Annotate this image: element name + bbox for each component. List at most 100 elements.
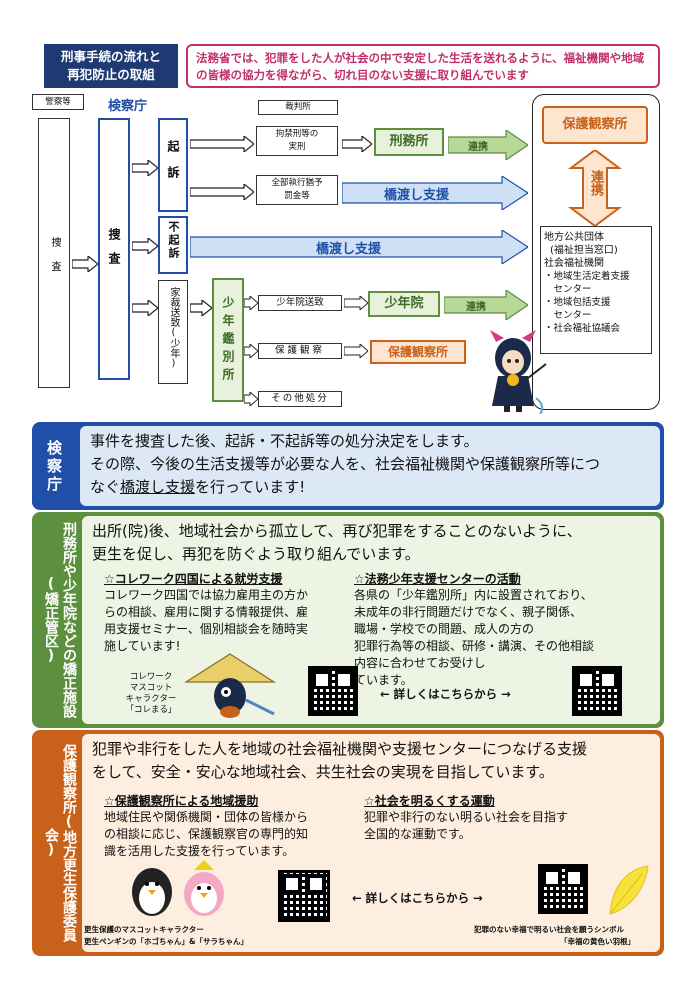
local-gov-label: 地方公共団体 xyxy=(544,232,604,243)
probation-small-box: 保護観察所 xyxy=(370,340,466,364)
investigation-label-2: 捜査 xyxy=(107,228,121,276)
mascot-caption-3: 「コレまる」 xyxy=(125,705,177,715)
yellow-feather-illustration xyxy=(609,865,649,915)
sec1-line3-underline: 橋渡し支援 xyxy=(120,478,196,496)
arrow-juv-send xyxy=(244,296,258,310)
indict-box: 起訴 xyxy=(158,118,188,212)
right-column xyxy=(532,94,660,410)
koremaru-mascot-illustration xyxy=(183,653,277,718)
corework-qr-code[interactable] xyxy=(308,666,358,716)
arrow-to-prison xyxy=(342,136,372,152)
section-correctional-body: 出所(院)後、地域社会から孤立して、再び犯罪をすることのないように、 更生を促し… xyxy=(82,516,660,724)
section-prosecutors-tag: 検察庁 xyxy=(45,440,63,494)
corework-line-3: 施しています! xyxy=(104,639,181,653)
brighten-society-block: ☆社会を明るくする運動 犯罪や非行のない明るい社会を目指す 全国的な運動です。 xyxy=(364,792,644,843)
corework-line-2: 用支援セミナー、個別相談会を随時実 xyxy=(104,622,308,636)
sec2-line2: 更生を促し、再犯を防ぐよう取り組んでいます。 xyxy=(92,545,420,563)
classification-label: 少年鑑別所 xyxy=(221,296,235,386)
brighten-society-heading: ☆社会を明るくする運動 xyxy=(364,794,495,808)
sec2-more-link[interactable]: ← 詳しくはこちらから → xyxy=(380,687,511,701)
section-prosecutors: 検察庁 事件を捜査した後、起訴・不起訴等の処分決定をします。 その際、今後の生活… xyxy=(32,422,664,510)
renkei-big-label: 連携 xyxy=(588,170,603,196)
brighten-society-qr-code[interactable] xyxy=(538,864,588,914)
court-label: 裁判所 xyxy=(258,100,338,115)
link-arrow-1 xyxy=(448,130,528,160)
suspended-box: 全部執行猶予 罰金等 xyxy=(256,175,338,205)
mascot-caption-1: マスコット xyxy=(129,683,173,693)
nonindict-box: 不起訴 xyxy=(158,216,188,274)
arrow-to-suspended xyxy=(190,184,254,200)
penguin-mascots-illustration xyxy=(132,860,224,916)
youth-center-line-3: 犯罪行為等の相談、研修・講演、その他相談 xyxy=(354,639,595,653)
title-line2: 再犯防止の取組 xyxy=(67,67,155,82)
section-probation-tag: 保護観察所(地方更生保護委員会) xyxy=(43,744,77,942)
welfare-item-4: ・社会福祉協議会 xyxy=(544,323,621,334)
imprisonment-box: 拘禁刑等の 実刑 xyxy=(256,126,338,156)
sec1-line2: その際、今後の生活支援等が必要な人を、社会福祉機関や保護観察所等につ xyxy=(90,455,601,473)
youth-center-qr-code[interactable] xyxy=(572,666,622,716)
section-probation: 保護観察所(地方更生保護委員会) 犯罪や非行をした人を地域の社会福祉機関や支援セ… xyxy=(32,730,664,956)
family-court-label: 家裁送致(少年) xyxy=(168,287,179,369)
police-column: 捜査 xyxy=(38,118,70,388)
welfare-label: 社会福祉機関 xyxy=(544,258,604,269)
youth-center-block: ☆法務少年支援センターの活動 各県の「少年鑑別所」内に設置されており、 未成年の… xyxy=(354,570,654,689)
arrow-to-imprison xyxy=(190,136,254,152)
penguin-caption-1: 更生保護のマスコットキャラクター xyxy=(84,925,204,934)
sec3-line1: 犯罪や非行をした人を地域の社会福祉機関や支援センターにつなげる支援 xyxy=(92,740,588,758)
prosecutors-header: 検察庁 xyxy=(108,99,148,114)
corework-line-0: コレワーク四国では協力雇用主の方か xyxy=(104,588,309,602)
regional-support-heading: ☆保護観察所による地域援助 xyxy=(104,794,259,808)
mascot-caption-0: コレワーク xyxy=(129,672,173,682)
link-label-1: 連携 xyxy=(468,142,488,153)
sec1-line3-pre: なぐ xyxy=(90,478,121,496)
section-probation-body: 犯罪や非行をした人を地域の社会福祉機関や支援センターにつなげる支援 をして、安全… xyxy=(82,734,660,952)
indict-label: 起訴 xyxy=(166,140,180,192)
youth-center-line-2: 職場・学校での問題、成人の方の xyxy=(354,622,535,636)
prison-box: 刑務所 xyxy=(374,128,444,156)
local-gov-box: 地方公共団体 (福祉担当窓口) 社会福祉機関 ・地域生活定着支援 センター ・地… xyxy=(540,226,652,354)
nonindict-label: 不起訴 xyxy=(167,221,180,260)
prosecutor-mascot-illustration xyxy=(490,330,547,414)
local-gov-sub: (福祉担当窓口) xyxy=(550,245,618,256)
bridge-arrow-2 xyxy=(190,230,528,264)
probation-qr-code[interactable] xyxy=(278,870,330,922)
police-label: 警察等 xyxy=(32,94,84,110)
youth-center-line-0: 各県の「少年鑑別所」内に設置されており、 xyxy=(354,588,593,602)
page-title: 刑事手続の流れと 再犯防止の取組 xyxy=(44,44,178,88)
regional-support-block: ☆保護観察所による地域援助 地域住民や関係機関・団体の皆様から の相談に応じ、保… xyxy=(104,792,354,860)
arrow-to-nonindict xyxy=(132,238,158,254)
welfare-item-3: センター xyxy=(544,310,592,321)
family-court-box: 家裁送致(少年) xyxy=(158,280,188,384)
arrow-to-indict xyxy=(132,160,158,176)
youth-center-line-4: 内容に合わせてお受けし xyxy=(354,656,486,670)
corework-heading: ☆コレワーク四国による就労支援 xyxy=(104,572,283,586)
bridge-label-1: 橋渡し支援 xyxy=(384,188,450,203)
classification-box: 少年鑑別所 xyxy=(212,278,244,402)
section-prosecutors-body: 事件を捜査した後、起訴・不起訴等の処分決定をします。 その際、今後の生活支援等が… xyxy=(80,426,660,506)
youth-center-line-1: 未成年の非行問題だけでなく、親子関係、 xyxy=(354,605,583,619)
arrow-to-probation-small xyxy=(344,344,368,358)
renkei-double-arrow xyxy=(568,150,622,226)
feather-caption-1: 犯罪のない幸福で明るい社会を願うシンボル xyxy=(474,925,624,934)
corework-block: ☆コレワーク四国による就労支援 コレワーク四国では協力雇用主の方か らの相談、雇… xyxy=(104,570,354,655)
juv-send-box: 少年院送致 xyxy=(258,295,342,311)
regional-support-line-1: の相談に応じ、保護観察官の専門的知 xyxy=(104,827,309,841)
bridge-label-2: 橋渡し支援 xyxy=(316,242,382,257)
probation-obs-box: 保護観察 xyxy=(258,343,342,359)
investigation-label: 捜査 xyxy=(49,237,60,285)
sec3-more-link[interactable]: ← 詳しくはこちらから → xyxy=(352,891,483,905)
other-box: その他処分 xyxy=(258,391,342,407)
sec1-line3: なぐ橋渡し支援を行っています! xyxy=(90,476,650,499)
feather-caption-2: 「幸福の黄色い羽根」 xyxy=(560,937,635,946)
sec3-line2: をして、安全・安心な地域社会、共生社会の実現を目指しています。 xyxy=(92,763,554,781)
juv-training-box: 少年院 xyxy=(368,291,440,317)
brighten-society-line-1: 全国的な運動です。 xyxy=(364,827,471,841)
arrow-police-prosecutors xyxy=(72,256,98,272)
arrow-to-juv-training xyxy=(344,296,368,310)
youth-center-line-5: ています。 xyxy=(354,673,413,687)
welfare-item-1: センター xyxy=(544,284,592,295)
probation-office-box: 保護観察所 xyxy=(542,106,648,144)
welfare-item-2: ・地域包括支援 xyxy=(544,297,611,308)
corework-line-1: らの相談、雇用に関する情報提供、雇 xyxy=(104,605,309,619)
link-label-2: 連携 xyxy=(466,302,486,313)
